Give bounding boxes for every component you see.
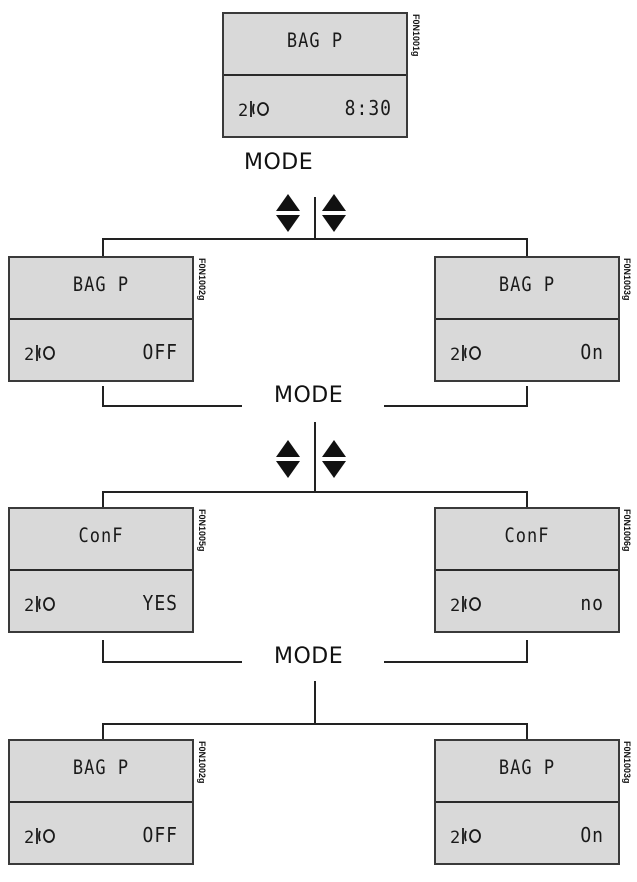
passenger-airbag-icon: 2: [450, 342, 484, 365]
connector-line: [526, 386, 528, 406]
seat-mark: [36, 345, 41, 361]
connector-line: [102, 386, 104, 406]
connector-line: [526, 640, 528, 662]
passenger-airbag-glyph: 2: [24, 345, 55, 365]
passenger-airbag-glyph: 2: [450, 828, 481, 848]
connector-line: [526, 238, 528, 256]
figure-code: F0N1002g: [197, 741, 207, 784]
connector-line: [102, 661, 242, 663]
passenger-airbag-glyph: 2: [238, 101, 269, 121]
mode-label: MODE: [274, 383, 344, 408]
passenger-airbag-glyph: 2: [450, 345, 481, 365]
airbag-mark: [469, 346, 481, 360]
connector-line: [384, 661, 528, 663]
seat-mark: [250, 101, 255, 117]
screen-title: ConF: [504, 524, 550, 548]
airbag-mark: [469, 829, 481, 843]
connector-line: [314, 197, 316, 239]
lcd-screen-row1-left: BAG P 2 OFF: [8, 256, 194, 382]
seat-mark: [462, 345, 467, 361]
screen-title: ConF: [78, 524, 124, 548]
connector-line: [102, 405, 242, 407]
passenger-airbag-glyph: 2: [450, 596, 481, 616]
airbag-mark: [43, 346, 55, 360]
passenger-airbag-icon: 2: [24, 342, 58, 365]
screen-value: On: [580, 823, 604, 848]
lcd-screen-row2-left: ConF 2 YES: [8, 507, 194, 633]
screen-value: YES: [142, 591, 178, 616]
screen-value: no: [580, 591, 604, 616]
icon-digit: 2: [24, 596, 34, 615]
screen-title: BAG P: [72, 273, 130, 297]
screen-value: OFF: [142, 340, 178, 365]
airbag-mark: [469, 597, 481, 611]
screen-value: 8:30: [344, 96, 392, 121]
figure-code: F0N1005g: [197, 509, 207, 552]
icon-digit: 2: [24, 828, 34, 847]
figure-code: F0N1003g: [622, 741, 632, 784]
connector-line: [102, 238, 528, 240]
connector-line: [102, 491, 104, 507]
seat-mark: [36, 828, 41, 844]
icon-digit: 2: [450, 828, 460, 847]
connector-line: [526, 723, 528, 739]
passenger-airbag-glyph: 2: [24, 828, 55, 848]
seat-mark: [462, 596, 467, 612]
connector-line: [102, 640, 104, 662]
lcd-screen-top: BAG P 2 8:30: [222, 12, 408, 138]
seat-mark: [36, 596, 41, 612]
passenger-airbag-glyph: 2: [24, 596, 55, 616]
connector-line: [314, 422, 316, 492]
passenger-airbag-icon: 2: [450, 825, 484, 848]
lcd-screen-row3-left: BAG P 2 OFF: [8, 739, 194, 865]
airbag-mark: [43, 829, 55, 843]
screen-title: BAG P: [498, 273, 556, 297]
airbag-mark: [257, 102, 269, 116]
connector-line: [384, 405, 528, 407]
connector-line: [314, 681, 316, 724]
icon-digit: 2: [238, 101, 248, 120]
passenger-airbag-icon: 2: [238, 98, 272, 121]
connector-line: [102, 491, 528, 493]
connector-line: [102, 723, 528, 725]
mode-label: MODE: [244, 150, 314, 175]
icon-digit: 2: [450, 345, 460, 364]
figure-code: F0N1006g: [622, 509, 632, 552]
passenger-airbag-icon: 2: [24, 825, 58, 848]
passenger-airbag-icon: 2: [24, 593, 58, 616]
connector-line: [102, 723, 104, 739]
up-down-arrow-icon: [276, 440, 300, 478]
mode-label: MODE: [274, 644, 344, 669]
airbag-mark: [43, 597, 55, 611]
figure-code: F0N1002g: [197, 258, 207, 301]
icon-digit: 2: [24, 345, 34, 364]
up-down-arrow-icon: [276, 194, 300, 232]
lcd-screen-row3-right: BAG P 2 On: [434, 739, 620, 865]
figure-code: F0N1003g: [622, 258, 632, 301]
up-down-arrow-icon: [322, 194, 346, 232]
up-down-arrow-icon: [322, 440, 346, 478]
icon-digit: 2: [450, 596, 460, 615]
screen-title: BAG P: [498, 756, 556, 780]
connector-line: [102, 238, 104, 256]
figure-code: F0N1001g: [411, 14, 421, 57]
connector-line: [526, 491, 528, 507]
lcd-screen-row1-right: BAG P 2 On: [434, 256, 620, 382]
screen-value: On: [580, 340, 604, 365]
screen-title: BAG P: [72, 756, 130, 780]
lcd-screen-row2-right: ConF 2 no: [434, 507, 620, 633]
passenger-airbag-icon: 2: [450, 593, 484, 616]
seat-mark: [462, 828, 467, 844]
screen-value: OFF: [142, 823, 178, 848]
screen-title: BAG P: [286, 29, 344, 53]
